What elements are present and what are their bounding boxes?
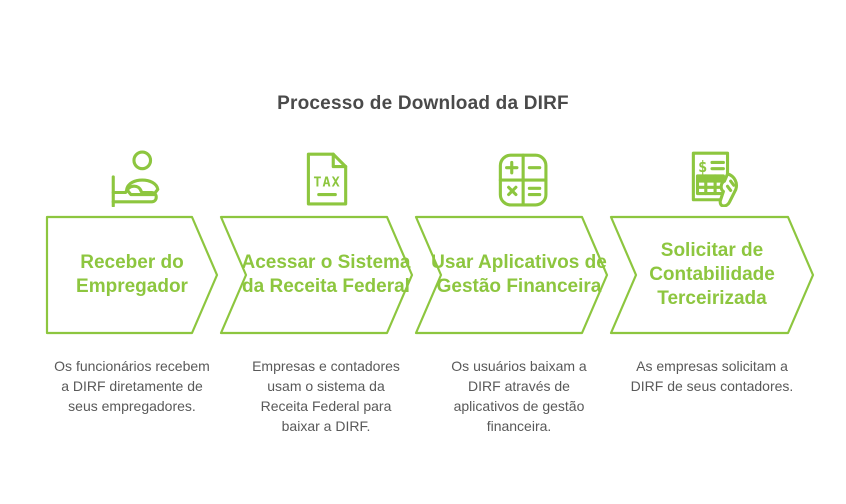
- tax-document-icon-svg: TAX: [306, 152, 348, 206]
- chevron-arrow-shape-2: [219, 215, 414, 335]
- person-receive-hand-icon: [103, 148, 167, 208]
- calculator-icon-svg: [498, 153, 548, 207]
- step-description-2: Empresas e contadores usam o sistema da …: [252, 358, 400, 434]
- invoice-hand-icon-svg: $: [691, 151, 738, 207]
- calculator-icon: [487, 148, 551, 208]
- dollar-icon-text: $: [698, 158, 707, 176]
- chevron-arrow-shape-1: [45, 215, 219, 335]
- step-label-2: Acessar o Sistema da Receita Federal: [241, 252, 411, 297]
- step-description-3: Os usuários baixam a DIRF através de apl…: [451, 358, 587, 434]
- tax-document-icon: TAX: [294, 148, 358, 208]
- chevron-arrow-shape-4: [609, 215, 815, 335]
- step-label-4: Solicitar de Contabilidade Terceirizada: [649, 240, 775, 309]
- step-label-1: Receber do Empregador: [76, 252, 188, 297]
- process-arrow-band: [45, 215, 815, 335]
- step-label-3: Usar Aplicativos de Gestão Financeira: [431, 252, 607, 297]
- page-title: Processo de Download da DIRF: [277, 93, 569, 114]
- step-description-1: Os funcionários recebem a DIRF diretamen…: [54, 358, 210, 414]
- person-receive-hand-icon-svg: [111, 150, 160, 207]
- invoice-hand-icon: $: [680, 148, 744, 208]
- chevron-arrow-shape-3: [414, 215, 609, 335]
- step-description-4: As empresas solicitam a DIRF de seus con…: [630, 358, 794, 394]
- tax-icon-text: TAX: [313, 175, 340, 190]
